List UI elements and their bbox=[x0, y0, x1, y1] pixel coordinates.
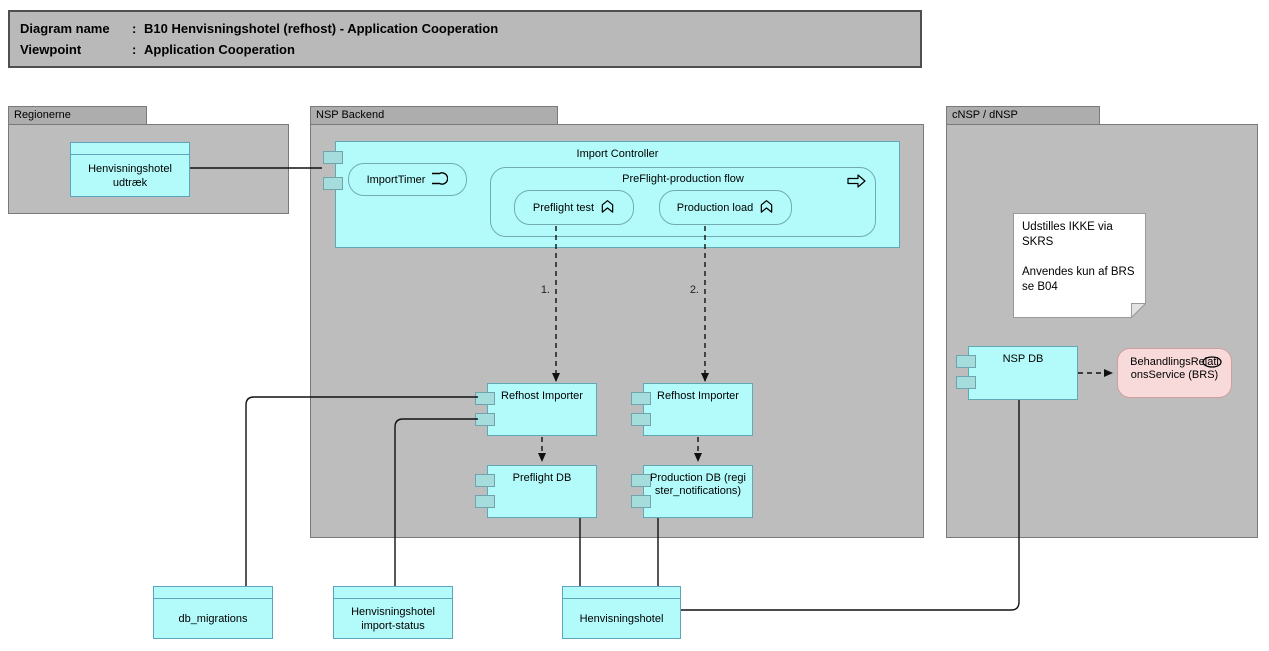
node-label: Refhost Importer bbox=[501, 390, 583, 402]
title-line-diagram-name: Diagram name : B10 Henvisningshotel (ref… bbox=[20, 18, 910, 39]
node-preflight-db[interactable]: Preflight DB bbox=[475, 465, 597, 518]
function-icon bbox=[600, 199, 615, 217]
node-henvisningshotel[interactable]: Henvisningshotel bbox=[562, 586, 681, 639]
node-header-strip bbox=[334, 587, 452, 599]
node-label: Preflight DB bbox=[512, 472, 572, 484]
node-header-strip bbox=[563, 587, 680, 599]
component-port bbox=[475, 413, 495, 426]
node-nsp-db[interactable]: NSP DB bbox=[956, 346, 1078, 400]
node-label: Refhost Importer bbox=[657, 390, 739, 402]
group-label: Regionerne bbox=[14, 109, 71, 121]
title-separator: : bbox=[132, 21, 137, 36]
node-label: PreFlight-production flow bbox=[622, 173, 744, 185]
component-port bbox=[323, 151, 343, 164]
component-port bbox=[631, 474, 651, 487]
group-label: NSP Backend bbox=[316, 109, 385, 121]
component-port bbox=[956, 355, 976, 368]
process-arrow-icon bbox=[847, 174, 866, 193]
node-label: BehandlingsRelationsService (BRS) bbox=[1130, 356, 1219, 381]
node-label: db_migrations bbox=[178, 612, 248, 625]
node-refhost-importer-production[interactable]: Refhost Importer bbox=[631, 383, 753, 436]
group-label: cNSP / dNSP bbox=[952, 109, 1018, 121]
viewpoint-value: Application Cooperation bbox=[144, 42, 295, 57]
note-shape bbox=[1013, 213, 1147, 319]
node-refhost-importer-preflight[interactable]: Refhost Importer bbox=[475, 383, 597, 436]
note-blank-line bbox=[1022, 250, 1140, 265]
note-line: Udstilles IKKE via SKRS bbox=[1022, 221, 1113, 248]
node-preflight-production-flow[interactable]: PreFlight-production flow bbox=[490, 167, 876, 237]
flow-step-label-1: 1. bbox=[540, 284, 550, 296]
node-import-timer[interactable]: ImportTimer bbox=[348, 163, 467, 196]
node-label: Henvisningshotel bbox=[579, 612, 664, 625]
viewpoint-separator: : bbox=[132, 42, 137, 57]
note-udstilles-ikke[interactable]: Udstilles IKKE via SKRS Anvendes kun af … bbox=[1013, 213, 1147, 319]
node-production-db[interactable]: Production DB (register_notifications) bbox=[631, 465, 753, 518]
component-port bbox=[475, 474, 495, 487]
note-text: Udstilles IKKE via SKRS Anvendes kun af … bbox=[1022, 220, 1140, 295]
component-port bbox=[475, 495, 495, 508]
group-body-cnsp-dnsp[interactable] bbox=[946, 124, 1258, 538]
function-icon bbox=[759, 199, 774, 217]
group-tab-regionerne[interactable]: Regionerne bbox=[8, 106, 147, 125]
note-line: se B04 bbox=[1022, 281, 1058, 293]
node-production-load[interactable]: Production load bbox=[659, 190, 792, 225]
node-preflight-test[interactable]: Preflight test bbox=[514, 190, 634, 225]
viewpoint-label: Viewpoint bbox=[20, 42, 82, 57]
title-value: B10 Henvisningshotel (refhost) - Applica… bbox=[144, 21, 499, 36]
node-label: NSP DB bbox=[1002, 353, 1044, 365]
title-line-viewpoint: Viewpoint : Application Cooperation bbox=[20, 39, 910, 60]
node-label: Henvisningshotel import-status bbox=[351, 605, 435, 632]
group-tab-nsp-backend[interactable]: NSP Backend bbox=[310, 106, 558, 125]
node-label: Import Controller bbox=[576, 148, 659, 160]
node-header-strip bbox=[71, 143, 189, 155]
component-port bbox=[631, 392, 651, 405]
note-line: Anvendes kun af BRS bbox=[1022, 266, 1135, 278]
title-label: Diagram name bbox=[20, 21, 110, 36]
node-henvisningshotel-udtraek[interactable]: Henvisningshotel udtræk bbox=[70, 142, 190, 197]
node-henvisningshotel-import-status[interactable]: Henvisningshotel import-status bbox=[333, 586, 453, 639]
node-db-migrations[interactable]: db_migrations bbox=[153, 586, 273, 639]
node-label: Henvisningshotel udtræk bbox=[88, 162, 172, 189]
component-port bbox=[475, 392, 495, 405]
node-import-controller[interactable]: Import Controller bbox=[323, 141, 900, 248]
component-port bbox=[323, 177, 343, 190]
group-tab-cnsp-dnsp[interactable]: cNSP / dNSP bbox=[946, 106, 1100, 125]
node-behandlingsrelationsservice[interactable]: BehandlingsRelationsService (BRS) bbox=[1117, 348, 1232, 398]
component-port bbox=[631, 495, 651, 508]
flow-step-label-2: 2. bbox=[689, 284, 699, 296]
node-header-strip bbox=[154, 587, 272, 599]
node-label: Production load bbox=[676, 201, 754, 214]
event-icon bbox=[431, 171, 449, 189]
service-ellipse-icon bbox=[1202, 356, 1222, 371]
node-label: Production DB (register_notifications) bbox=[650, 472, 746, 497]
component-port bbox=[631, 413, 651, 426]
diagram-title-block: Diagram name : B10 Henvisningshotel (ref… bbox=[8, 10, 922, 68]
node-label: ImportTimer bbox=[366, 173, 426, 186]
component-port bbox=[956, 376, 976, 389]
node-label: Preflight test bbox=[532, 201, 595, 214]
